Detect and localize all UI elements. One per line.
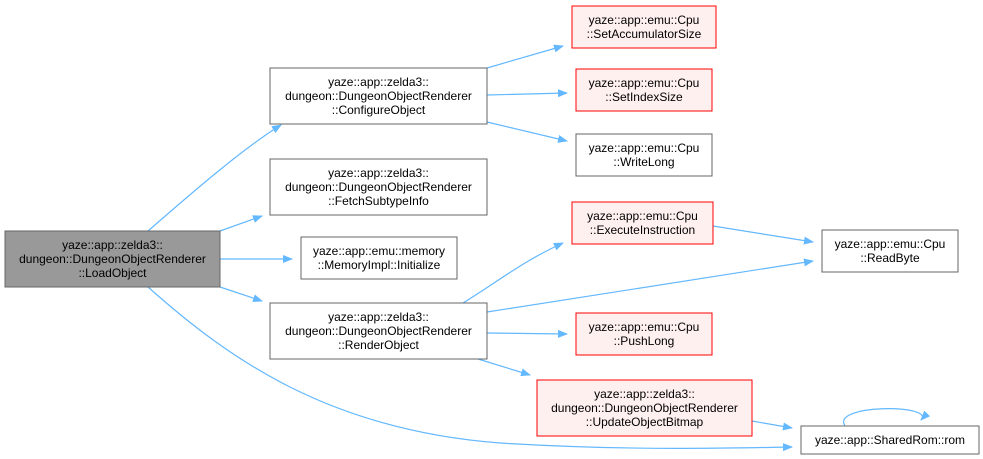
- node-box-render[interactable]: [269, 302, 488, 360]
- node-load[interactable]: yaze::app::zelda3::dungeon::DungeonObjec…: [4, 230, 221, 288]
- node-label-render-line-1: dungeon::DungeonObjectRenderer: [285, 324, 472, 338]
- edge-updatebmp-to-rom: [751, 420, 793, 431]
- node-label-meminit-line-1: ::MemoryImpl::Initialize: [318, 258, 441, 272]
- node-rom[interactable]: yaze::app::SharedRom::rom: [800, 425, 980, 455]
- edge-load-to-rom: [147, 286, 793, 452]
- node-render[interactable]: yaze::app::zelda3::dungeon::DungeonObjec…: [269, 302, 488, 360]
- node-readbyte[interactable]: yaze::app::emu::Cpu::ReadByte: [821, 229, 959, 273]
- node-label-updatebmp-line-1: dungeon::DungeonObjectRenderer: [551, 401, 738, 415]
- edge-execinstr-to-readbyte: [712, 225, 814, 245]
- node-label-setacc-line-1: ::SetAccumulatorSize: [587, 27, 702, 41]
- edge-render-to-readbyte: [486, 258, 814, 313]
- node-label-render-line-2: ::RenderObject: [338, 338, 419, 352]
- node-label-pushlong-line-0: yaze::app::emu::Cpu: [589, 320, 700, 334]
- edge-configure-to-setidx: [486, 89, 568, 98]
- node-configure[interactable]: yaze::app::zelda3::dungeon::DungeonObjec…: [269, 67, 488, 125]
- node-label-execinstr-line-1: ::ExecuteInstruction: [590, 223, 695, 237]
- node-box-load[interactable]: [4, 230, 221, 288]
- node-label-readbyte-line-1: ::ReadByte: [860, 251, 920, 265]
- node-label-fetch-line-1: dungeon::DungeonObjectRenderer: [285, 180, 472, 194]
- node-box-rom[interactable]: [800, 425, 980, 455]
- node-pushlong[interactable]: yaze::app::emu::Cpu::PushLong: [575, 312, 713, 356]
- nodes-layer: yaze::app::zelda3::dungeon::DungeonObjec…: [4, 5, 980, 455]
- node-label-pushlong-line-1: ::PushLong: [614, 334, 675, 348]
- node-label-setidx-line-0: yaze::app::emu::Cpu: [589, 76, 700, 90]
- node-box-setidx[interactable]: [575, 68, 713, 112]
- node-fetch[interactable]: yaze::app::zelda3::dungeon::DungeonObjec…: [269, 158, 488, 216]
- node-label-writelong-line-1: ::WriteLong: [613, 155, 674, 169]
- node-box-meminit[interactable]: [300, 236, 458, 280]
- node-label-writelong-line-0: yaze::app::emu::Cpu: [589, 141, 700, 155]
- node-label-configure-line-1: dungeon::DungeonObjectRenderer: [285, 89, 472, 103]
- node-setidx[interactable]: yaze::app::emu::Cpu::SetIndexSize: [575, 68, 713, 112]
- node-box-readbyte[interactable]: [821, 229, 959, 273]
- edge-load-to-render: [219, 286, 263, 302]
- node-label-updatebmp-line-2: ::UpdateObjectBitmap: [586, 415, 704, 429]
- node-box-configure[interactable]: [269, 67, 488, 125]
- node-updatebmp[interactable]: yaze::app::zelda3::dungeon::DungeonObjec…: [536, 379, 753, 437]
- edge-rom-to-rom: [842, 408, 931, 427]
- node-label-rom-line-0: yaze::app::SharedRom::rom: [815, 433, 965, 447]
- node-label-configure-line-0: yaze::app::zelda3::: [328, 75, 429, 89]
- node-label-execinstr-line-0: yaze::app::emu::Cpu: [587, 209, 698, 223]
- node-box-setacc[interactable]: [571, 5, 717, 49]
- edge-render-to-updatebmp: [477, 358, 531, 377]
- edge-configure-to-setacc: [486, 44, 564, 69]
- node-label-meminit-line-0: yaze::app::emu::memory: [313, 244, 445, 258]
- edge-load-to-fetch: [219, 215, 263, 232]
- node-label-configure-line-2: ::ConfigureObject: [332, 103, 426, 117]
- node-label-load-line-0: yaze::app::zelda3::: [62, 238, 163, 252]
- node-label-load-line-1: dungeon::DungeonObjectRenderer: [19, 252, 206, 266]
- node-label-readbyte-line-0: yaze::app::emu::Cpu: [835, 237, 946, 251]
- node-setacc[interactable]: yaze::app::emu::Cpu::SetAccumulatorSize: [571, 5, 717, 49]
- node-label-setacc-line-0: yaze::app::emu::Cpu: [589, 13, 700, 27]
- edge-load-to-configure: [147, 124, 282, 232]
- edges-layer: [147, 44, 931, 452]
- node-label-render-line-0: yaze::app::zelda3::: [328, 310, 429, 324]
- node-execinstr[interactable]: yaze::app::emu::Cpu::ExecuteInstruction: [571, 201, 714, 245]
- node-box-execinstr[interactable]: [571, 201, 714, 245]
- node-label-fetch-line-0: yaze::app::zelda3::: [328, 166, 429, 180]
- node-label-load-line-2: ::LoadObject: [78, 266, 147, 280]
- node-box-writelong[interactable]: [575, 133, 713, 177]
- node-label-fetch-line-2: ::FetchSubtypeInfo: [328, 194, 429, 208]
- edge-render-to-execinstr: [462, 242, 564, 304]
- node-writelong[interactable]: yaze::app::emu::Cpu::WriteLong: [575, 133, 713, 177]
- edge-configure-to-writelong: [486, 121, 568, 143]
- node-box-fetch[interactable]: [269, 158, 488, 216]
- node-meminit[interactable]: yaze::app::emu::memory::MemoryImpl::Init…: [300, 236, 458, 280]
- node-box-updatebmp[interactable]: [536, 379, 753, 437]
- node-label-setidx-line-1: ::SetIndexSize: [605, 90, 683, 104]
- edge-render-to-pushlong: [486, 329, 568, 338]
- node-box-pushlong[interactable]: [575, 312, 713, 356]
- node-label-updatebmp-line-0: yaze::app::zelda3::: [594, 387, 695, 401]
